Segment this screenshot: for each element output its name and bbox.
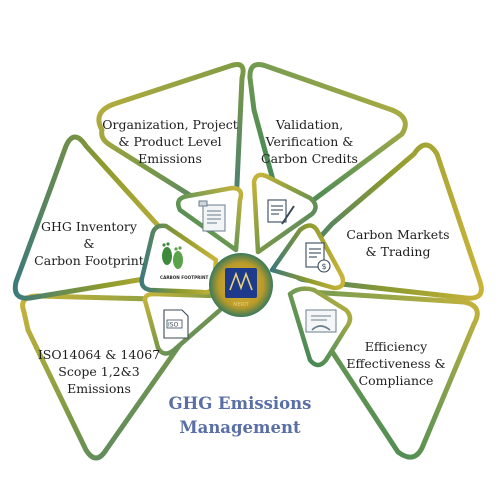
diagram-title: GHG Emissions Management — [168, 394, 312, 437]
label-markets: Carbon Markets & Trading — [346, 227, 450, 259]
iso-document-icon — [163, 309, 189, 339]
carbon-footprint-icon — [162, 242, 183, 269]
document-report-icon — [198, 200, 226, 232]
svg-text:ISO: ISO — [168, 322, 179, 329]
svg-text:$: $ — [322, 262, 327, 271]
invoice-dollar-icon — [305, 242, 331, 273]
label-organization: Organization, Project & Product Level Em… — [102, 117, 238, 166]
svg-text:CARBON FOOTPRINT: CARBON FOOTPRINT — [160, 275, 208, 280]
center-logo-mark — [229, 271, 253, 291]
handshake-contract-icon — [305, 309, 337, 333]
petal-organization — [96, 62, 246, 219]
center-logo-badge — [225, 268, 257, 298]
document-edit-icon — [267, 199, 295, 225]
center-logo-caption: MERIT — [233, 302, 249, 308]
label-inventory: GHG Inventory & Carbon Footprint — [34, 219, 144, 268]
label-efficiency: Efficiency Effectiveness & Compliance — [346, 339, 446, 388]
label-validation: Validation, Verification & Carbon Credit… — [261, 117, 358, 166]
label-iso: ISO14064 & 14067 Scope 1,2&3 Emissions — [37, 347, 161, 396]
